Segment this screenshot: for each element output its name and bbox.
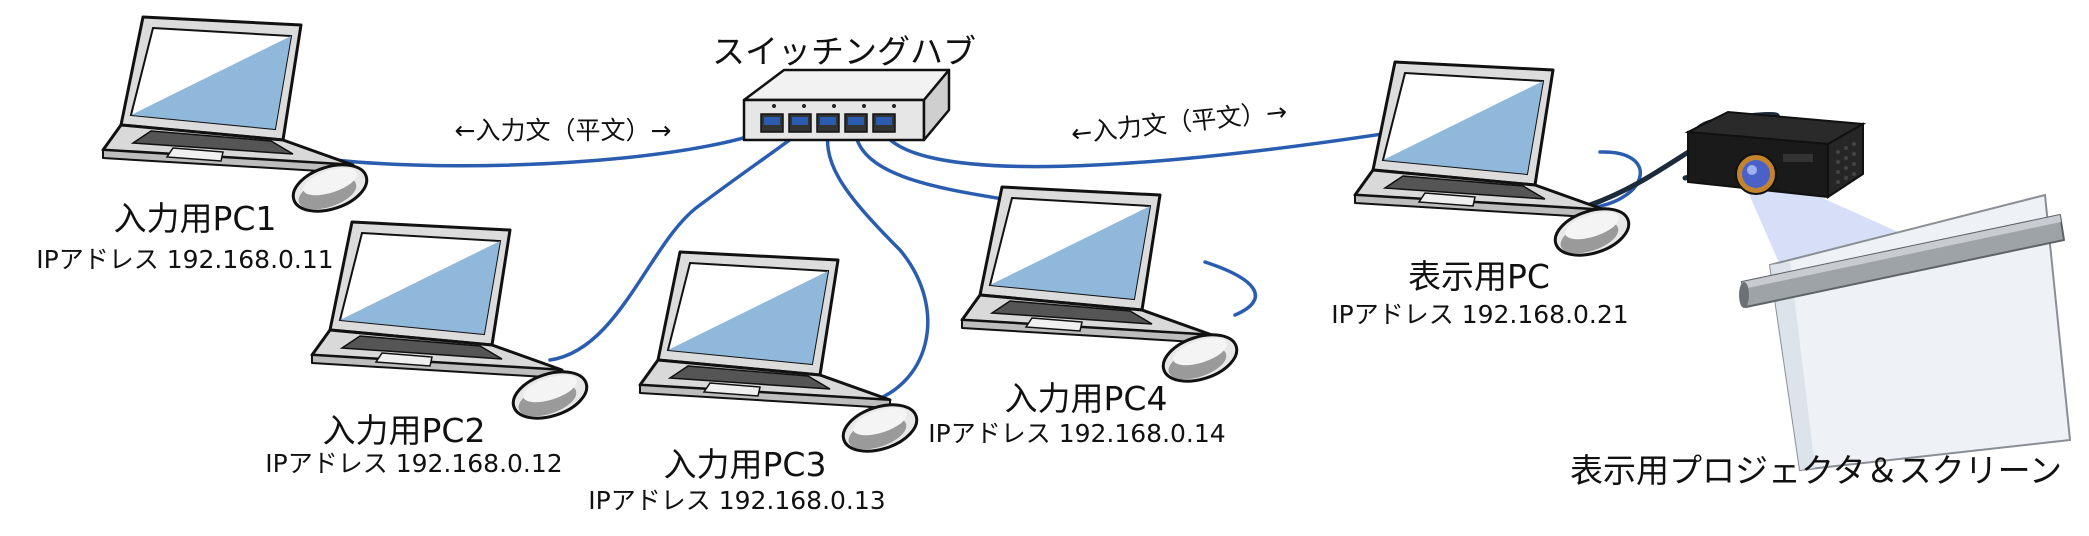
node-ip-pc2: IPアドレス 192.168.0.12 [265, 449, 562, 478]
cable-pc4-mouse [1203, 260, 1258, 317]
projector-label: 表示用プロジェクタ＆スクリーン [1570, 451, 2062, 490]
node-ip-pc3: IPアドレス 192.168.0.13 [588, 486, 885, 515]
projector-screen [1739, 170, 2072, 472]
laptop-pc2 [310, 220, 564, 380]
node-ip-pc4: IPアドレス 192.168.0.14 [928, 419, 1225, 448]
cable-pc3 [825, 120, 930, 407]
node-name-display: 表示用PC [1408, 257, 1550, 296]
traffic-note-right: ←入力文（平文）→ [1070, 97, 1289, 149]
cable-display [878, 123, 1442, 169]
node-name-pc3: 入力用PC3 [664, 445, 827, 484]
laptop-pc1 [101, 15, 355, 175]
switch-label: スイッチングハブ [712, 32, 976, 71]
node-name-pc4: 入力用PC4 [1005, 379, 1168, 418]
laptop-pc3 [638, 250, 892, 410]
switching-hub [742, 68, 951, 142]
projector [1684, 110, 1867, 199]
traffic-note-left: ←入力文（平文）→ [455, 116, 672, 145]
node-ip-pc1: IPアドレス 192.168.0.11 [36, 245, 333, 274]
laptop-pc4 [960, 185, 1214, 345]
node-ip-display: IPアドレス 192.168.0.21 [1331, 300, 1628, 329]
laptop-display [1353, 60, 1607, 220]
node-name-pc1: 入力用PC1 [114, 199, 277, 238]
cable-display-mouse [1588, 150, 1642, 210]
node-name-pc2: 入力用PC2 [323, 411, 486, 450]
